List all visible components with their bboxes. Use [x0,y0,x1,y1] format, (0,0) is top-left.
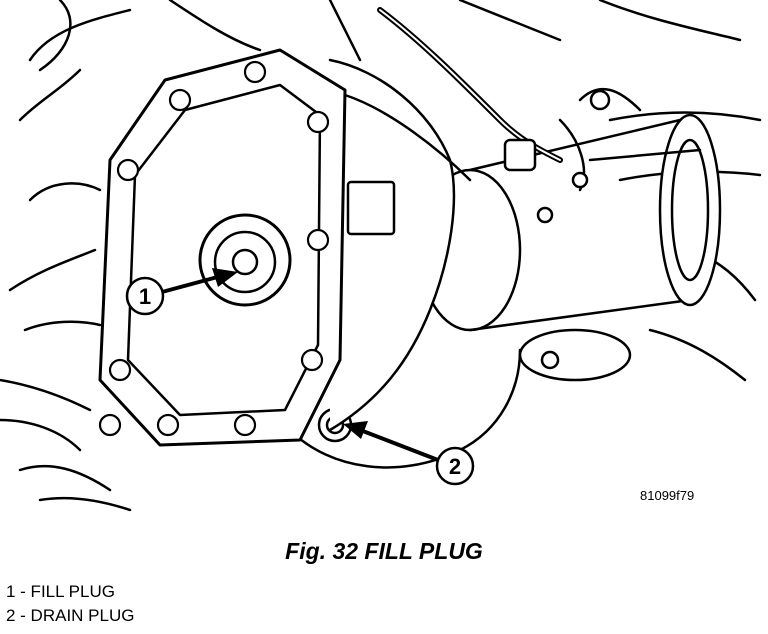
axle-tube [418,113,722,332]
carrier-housing [328,58,472,432]
legend: 1 - FILL PLUG 2 - DRAIN PLUG [6,580,134,628]
differential-cover [98,48,347,447]
brake-line [377,7,702,224]
callout-1-number: 1 [139,284,151,309]
figure-caption: Fig. 32 FILL PLUG [285,538,483,564]
callout-1: 1 [125,268,238,316]
differential-illustration: 1 2 [0,0,762,512]
cover-bolts [98,60,330,437]
callout-2-number: 2 [449,454,461,479]
callout-2-circle [435,446,475,486]
callout-2: 2 [343,421,475,486]
callout-1-circle [125,276,165,316]
figure-code: 81099f79 [640,488,695,503]
legend-item: 1 - FILL PLUG [6,582,115,601]
background-structure [0,0,762,512]
legend-item: 2 - DRAIN PLUG [6,606,135,625]
